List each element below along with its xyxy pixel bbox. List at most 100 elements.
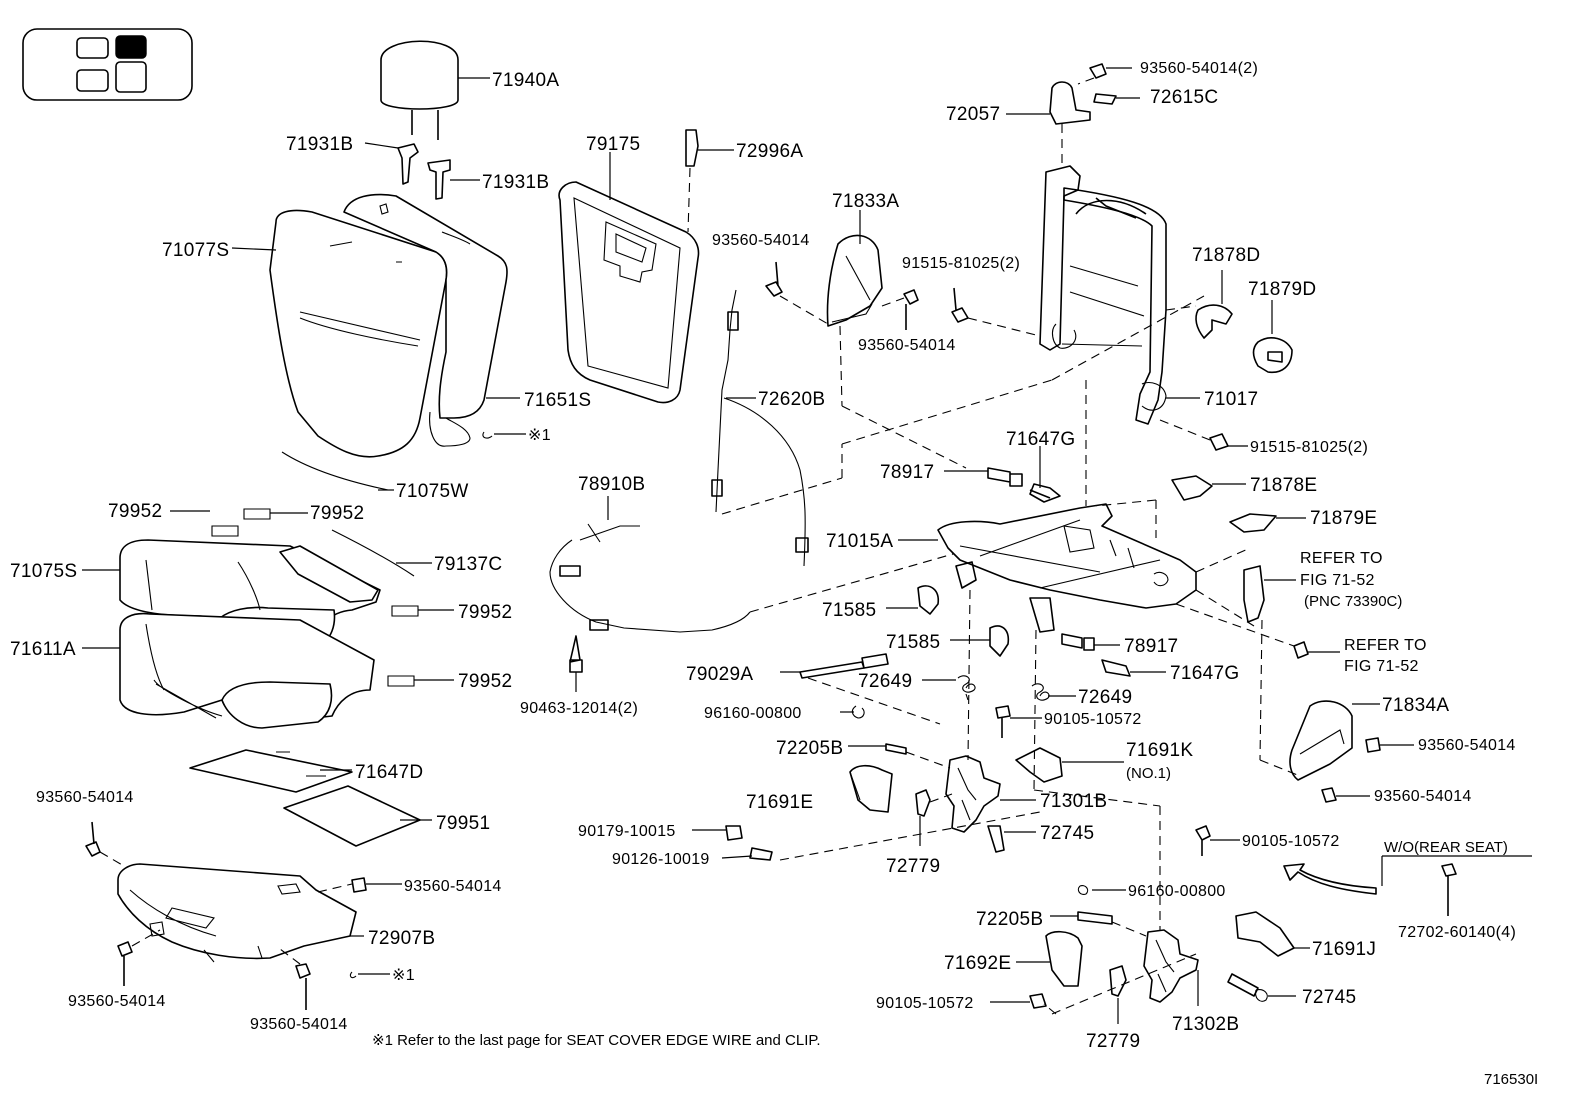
- footnote: ※1 Refer to the last page for SEAT COVER…: [372, 1032, 821, 1049]
- label-72620B: 72620B: [758, 389, 825, 410]
- lock-cable-part: [711, 289, 809, 567]
- label-96160-00800-b: 96160-00800: [1128, 883, 1226, 900]
- label-72057: 72057: [946, 104, 1000, 125]
- mount-clips-part: [886, 585, 1042, 738]
- label-ref1-bottom: ※1: [392, 967, 415, 984]
- label-71878D: 71878D: [1192, 245, 1260, 266]
- label-79952-c: 79952: [458, 602, 512, 623]
- label-78910B: 78910B: [578, 474, 645, 495]
- seatback-frame-part: [1039, 165, 1200, 425]
- side-cover-screws-part: [765, 261, 1041, 337]
- seat-cushion-sheets-part: [170, 508, 454, 687]
- label-79175: 79175: [586, 134, 640, 155]
- seatback-board-part: [558, 152, 700, 404]
- label-93560-54014-g: 93560-54014: [1418, 737, 1516, 754]
- label-fig-71-52-a: FIG 71-52: [1300, 572, 1375, 589]
- seat-cushion-pad-part: [82, 612, 375, 729]
- headrest-support-part: [364, 142, 480, 200]
- heater-sheets-part: [189, 749, 432, 847]
- label-93560-54014-b: 93560-54014: [404, 878, 502, 895]
- label-72745-b: 72745: [1302, 987, 1356, 1008]
- wo-rear-seat-part: [1283, 855, 1532, 916]
- label-90126-10019: 90126-10019: [612, 851, 710, 868]
- label-72649-a: 72649: [858, 671, 912, 692]
- label-72205B-a: 72205B: [776, 738, 843, 759]
- figure-code: 716530I: [1484, 1071, 1538, 1088]
- label-72907B: 72907B: [368, 928, 435, 949]
- label-71075S: 71075S: [10, 561, 77, 582]
- label-93560-54014-c: 93560-54014: [68, 993, 166, 1010]
- label-90179-10015: 90179-10015: [578, 823, 676, 840]
- label-93560-54014-e: 93560-54014: [712, 232, 810, 249]
- seat-cushion-frame-part: [117, 863, 364, 963]
- seat-location-icon: [22, 28, 193, 101]
- assembly-lines: [721, 295, 1301, 1015]
- label-71691K: 71691K: [1126, 740, 1193, 761]
- label-71611A: 71611A: [10, 639, 76, 660]
- gas-spring-part: [780, 653, 941, 725]
- label-79952-a: 79952: [108, 501, 162, 522]
- label-90105-10572-b: 90105-10572: [1242, 833, 1340, 850]
- seat-track-part: [898, 503, 1197, 633]
- label-refer-to-b: REFER TO: [1344, 637, 1427, 654]
- label-91515-81025-b: 91515-81025(2): [1250, 439, 1368, 456]
- label-79952-d: 79952: [458, 671, 512, 692]
- label-ref1-top: ※1: [528, 427, 551, 444]
- headrest-part: [380, 40, 490, 140]
- label-93560-54014-2: 93560-54014(2): [1140, 60, 1258, 77]
- label-71879E: 71879E: [1310, 508, 1377, 529]
- label-72205B-b: 72205B: [976, 909, 1043, 930]
- label-78917-a: 78917: [880, 462, 934, 483]
- label-71691J: 71691J: [1312, 939, 1376, 960]
- label-71651S: 71651S: [524, 390, 591, 411]
- label-72779-a: 72779: [886, 856, 940, 877]
- label-90105-10572-c: 90105-10572: [876, 995, 974, 1012]
- label-79952-b: 79952: [310, 503, 364, 524]
- label-93560-54014-f: 93560-54014: [858, 337, 956, 354]
- label-78917-b: 78917: [1124, 636, 1178, 657]
- label-72779-b: 72779: [1086, 1031, 1140, 1052]
- label-71692E: 71692E: [944, 953, 1011, 974]
- leg-bracket-left-part: [692, 743, 1124, 861]
- label-91515-81025-a: 91515-81025(2): [902, 255, 1020, 272]
- label-refer-to-a: REFER TO: [1300, 550, 1383, 567]
- label-79951: 79951: [436, 813, 490, 834]
- label-72649-b: 72649: [1078, 687, 1132, 708]
- label-93560-54014-d: 93560-54014: [250, 1016, 348, 1033]
- recliner-handle-part: [1006, 63, 1140, 168]
- label-no1: (NO.1): [1126, 765, 1171, 782]
- label-72996A: 72996A: [736, 141, 803, 162]
- label-93560-54014-a: 93560-54014: [36, 789, 134, 806]
- label-71647D: 71647D: [355, 762, 423, 783]
- part-labels: 71940A 71931B 71931B 71077S 71651S ※1 71…: [10, 60, 1538, 1088]
- edge-wire-part: [281, 431, 526, 491]
- label-71301B: 71301B: [1040, 791, 1107, 812]
- label-90105-10572-a: 90105-10572: [1044, 711, 1142, 728]
- label-71931B-b: 71931B: [482, 172, 549, 193]
- label-71585-b: 71585: [886, 632, 940, 653]
- label-71302B: 71302B: [1172, 1014, 1239, 1035]
- seatback-pad-part: [429, 397, 520, 447]
- label-71075W: 71075W: [396, 481, 469, 502]
- label-pnc-73390C: (PNC 73390C): [1304, 593, 1402, 610]
- label-71834A: 71834A: [1382, 695, 1449, 716]
- recliner-cable-part: [549, 496, 961, 692]
- seatback-cover-part: [231, 193, 508, 458]
- seatback-clip-part: [685, 129, 734, 233]
- label-71015A: 71015A: [826, 531, 893, 552]
- label-79137C: 79137C: [434, 554, 502, 575]
- recliner-covers-part: [1165, 270, 1293, 374]
- label-71940A: 71940A: [492, 70, 559, 91]
- springs-part: [922, 675, 1076, 701]
- label-71647G-b: 71647G: [1170, 663, 1239, 684]
- seatback-side-cover-part: [826, 210, 883, 327]
- slider-pins-part: [944, 446, 1166, 677]
- label-71833A: 71833A: [832, 191, 899, 212]
- label-71879D: 71879D: [1248, 279, 1316, 300]
- label-72745-a: 72745: [1040, 823, 1094, 844]
- leg-bracket-right-part: [990, 825, 1310, 1024]
- recliner-screws-part: [1159, 419, 1248, 451]
- label-90463-12014: 90463-12014(2): [520, 700, 638, 717]
- outer-side-cover-part: [1289, 700, 1414, 803]
